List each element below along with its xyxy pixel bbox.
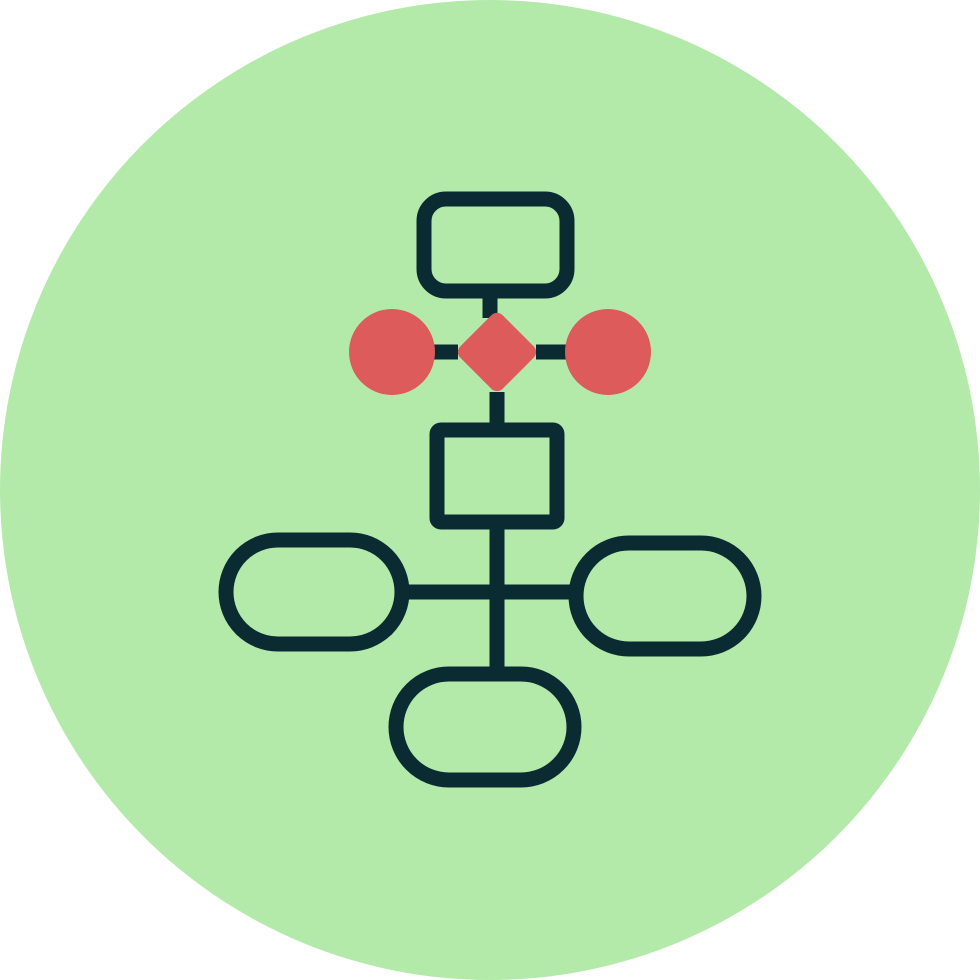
flowchart-bottom-terminal <box>388 666 582 788</box>
flowchart-process-box <box>429 422 565 530</box>
connector-lines <box>408 296 576 670</box>
flowchart-left-terminal <box>218 532 410 652</box>
decision-diamond <box>457 312 537 392</box>
flowchart-start-box <box>416 191 575 299</box>
decision-right-circle <box>565 309 651 395</box>
decision-left-circle <box>349 309 435 395</box>
flowchart-right-terminal <box>568 535 762 657</box>
